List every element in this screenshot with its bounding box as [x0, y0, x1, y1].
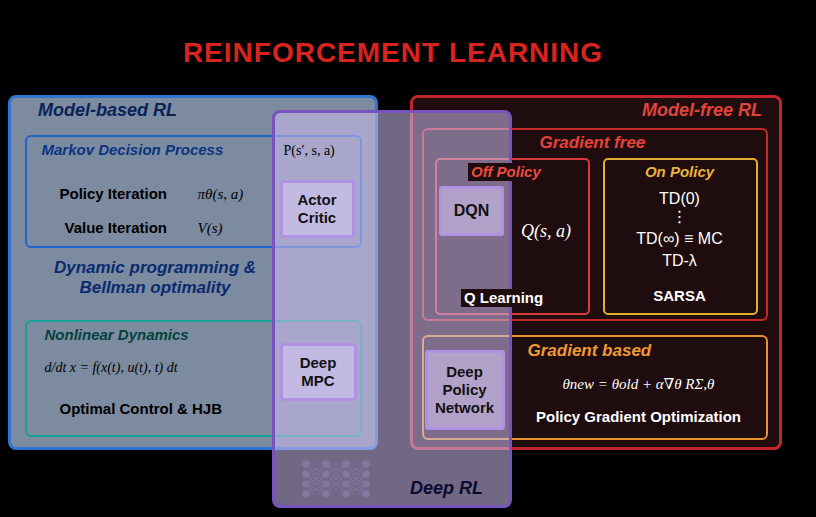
diagram-title: REINFORCEMENT LEARNING	[183, 36, 603, 70]
text-slot: Markov Decision Process	[42, 141, 224, 159]
ellipsis-mark: ⋮	[672, 207, 688, 226]
box-heading: Gradient free	[540, 133, 646, 153]
method-name: Deep MPC	[287, 354, 350, 390]
method-name: Policy Gradient Optimization	[536, 408, 741, 426]
method-name: Deep Policy Network	[432, 363, 498, 417]
math-expression: d/dt x = f(x(t), u(t), t) dt	[45, 360, 178, 377]
text-slot: SARSA	[605, 287, 754, 305]
on-policy-box: On PolicyTD(0)⋮ TD(∞) ≡ MC TD-λSARSA	[603, 158, 758, 315]
text-slot: TD(∞) ≡ MC	[605, 229, 754, 248]
text-slot: Gradient based	[528, 341, 652, 361]
text-slot: Q Learning	[464, 289, 546, 307]
math-expression: πθ(s, a)	[198, 185, 244, 203]
text-slot: Policy Gradient Optimization	[515, 408, 763, 426]
text-slot: Off Policy	[471, 163, 544, 181]
text-slot: Gradient free	[540, 133, 646, 153]
text-slot: Optimal Control & HJB	[60, 400, 223, 418]
text-slot: Nonlinear Dynamics	[45, 326, 189, 344]
method-name: Actor Critic	[287, 191, 348, 227]
math-expression: Q(s, a)	[521, 221, 571, 243]
text-slot: V(s)	[198, 219, 223, 237]
title-slot: REINFORCEMENT LEARNING	[0, 36, 786, 70]
method-name: SARSA	[653, 287, 706, 305]
text-slot: On Policy	[605, 163, 754, 181]
text-slot: Value Iteration	[65, 219, 168, 237]
text-slot: TD-λ	[605, 251, 754, 270]
region-heading: Deep RL	[410, 478, 483, 500]
text-slot: Q(s, a)	[521, 221, 571, 243]
text-slot: P(s′, s, a)	[284, 141, 335, 160]
text-slot: ⋮	[605, 207, 754, 226]
box-heading: Nonlinear Dynamics	[45, 326, 189, 344]
box-heading: On Policy	[645, 163, 714, 181]
method-name: Optimal Control & HJB	[60, 400, 223, 418]
method-name: Q Learning	[461, 289, 546, 307]
text-slot: Dynamic programming & Bellman optimality	[40, 258, 270, 299]
text-slot: Model-free RL	[642, 100, 762, 122]
math-expression: P(s′, s, a)	[284, 143, 335, 160]
text-slot: θnew = θold + α∇θ RΣ,θ	[515, 375, 763, 393]
math-expression: θnew = θold + α∇θ RΣ,θ	[563, 375, 715, 393]
method-name: Value Iteration	[65, 219, 168, 237]
method-family-label: Dynamic programming & Bellman optimality	[40, 258, 270, 299]
text-slot: Model-based RL	[38, 100, 177, 122]
method-name: TD(0)	[659, 189, 700, 208]
box-heading: Off Policy	[468, 163, 544, 181]
text-slot: TD(0)	[605, 189, 754, 208]
method-name: Policy Iteration	[60, 185, 168, 203]
math-expression: V(s)	[198, 219, 223, 237]
text-slot: Deep RL	[410, 478, 483, 500]
box-heading: Markov Decision Process	[42, 141, 224, 159]
method-name: TD-λ	[662, 251, 697, 270]
method-name: TD(∞) ≡ MC	[636, 229, 723, 248]
text-slot: d/dt x = f(x(t), u(t), t) dt	[45, 358, 178, 377]
panel-heading: Model-based RL	[38, 100, 177, 122]
text-slot: Policy Iteration	[60, 185, 168, 203]
box-heading: Gradient based	[528, 341, 652, 361]
method-name: DQN	[454, 201, 490, 220]
panel-heading: Model-free RL	[642, 100, 762, 122]
text-slot: πθ(s, a)	[198, 185, 244, 203]
